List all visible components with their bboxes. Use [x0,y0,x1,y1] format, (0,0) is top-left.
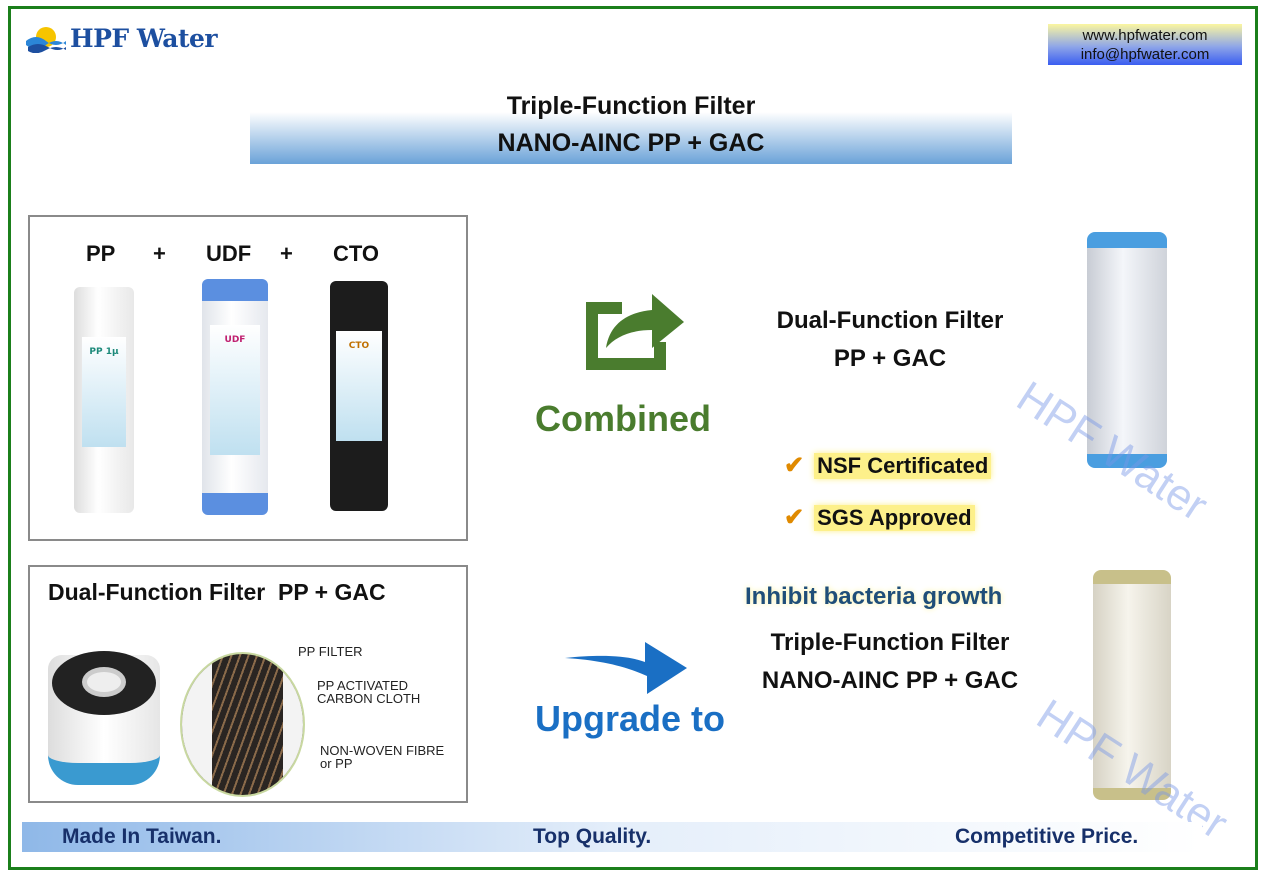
dual-function-cartridge [1087,232,1167,468]
footer-top-quality: Top Quality. [533,825,652,848]
plus-sign: + [280,241,293,266]
pp-cartridge: PP 1µ [74,287,134,513]
logo-text: HPF Water [70,24,218,53]
page-title: Triple-Function Filter NANO-AINC PP + GA… [250,88,1012,162]
label-udf: UDF [206,241,252,266]
logo: HPF Water [26,24,218,53]
logo-wave-icon [26,26,66,53]
dual-product-title: Dual-Function Filter PP + GAC [740,302,1040,378]
udf-cartridge-label: UDF [210,325,260,455]
dual-panel-title: Dual-Function Filter PP + GAC [48,579,386,605]
cto-cartridge: CTO [330,281,388,511]
curved-arrow-icon [565,642,687,694]
upgrade-label: Upgrade to [535,698,726,739]
website-link[interactable]: www.hpfwater.com [1082,27,1208,44]
plus-sign: + [153,241,166,266]
triple-product-title: Triple-Function Filter NANO-AINC PP + GA… [740,624,1040,700]
title-line2: NANO-AINC PP + GAC [497,129,765,157]
callout-carbon-1: PP ACTIVATED [317,678,409,693]
callout-nonwoven-1: NON-WOVEN FIBRE [320,743,445,758]
contact-box: www.hpfwater.com info@hpfwater.com [1048,24,1242,65]
footer-competitive-price: Competitive Price. [955,825,1139,848]
label-pp: PP [86,241,116,266]
triple-product-line1: Triple-Function Filter [770,629,1010,656]
footer-band [22,822,1202,852]
checkmark-icon: ✔ [784,452,805,479]
udf-cartridge: UDF [202,279,268,515]
title-line1: Triple-Function Filter [506,92,756,120]
cert-text: SGS Approved [814,504,975,531]
title-band [250,112,1012,164]
email-link[interactable]: info@hpfwater.com [1080,46,1210,63]
share-arrow-icon [586,294,684,370]
pp-cartridge-label: PP 1µ [82,337,126,447]
callout-pp-filter: PP FILTER [298,644,363,659]
dual-product-line2: PP + GAC [833,345,947,372]
triple-product-line2: NANO-AINC PP + GAC [761,667,1019,694]
callout-carbon-2: CARBON CLOTH [317,691,421,706]
cert-sgs: ✔ SGS Approved [784,503,975,532]
callout-nonwoven-2: or PP [320,756,353,771]
label-cto: CTO [333,241,380,266]
combined-label: Combined [535,398,711,439]
footer-made-in-taiwan: Made In Taiwan. [62,825,222,848]
dual-filter-panel: Dual-Function Filter PP + GAC PP FILTER … [28,565,468,803]
tagline: Inhibit bacteria growth [745,583,1003,610]
cert-nsf: ✔ NSF Certificated [784,451,992,480]
page-border [8,6,1258,870]
checkmark-icon: ✔ [784,504,805,531]
dual-product-line1: Dual-Function Filter [776,307,1004,334]
triple-function-cartridge [1093,570,1171,800]
cartridge-cross-section [48,651,160,785]
layer-magnified-view [180,652,305,797]
cto-cartridge-label: CTO [336,331,382,441]
cert-text: NSF Certificated [814,452,992,479]
combo-filters-panel: PP + UDF + CTO PP 1µ UDF CTO [28,215,468,541]
